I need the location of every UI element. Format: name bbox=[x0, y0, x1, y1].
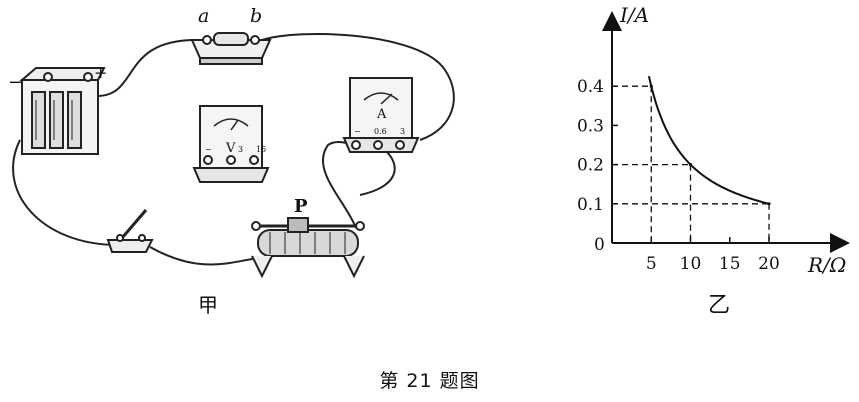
voltmeter-terminal-15: 15 bbox=[256, 145, 266, 154]
data-point bbox=[688, 163, 693, 167]
rheostat bbox=[251, 217, 365, 279]
graph-label: 乙 bbox=[708, 293, 730, 318]
y-tick-label: 0.3 bbox=[577, 116, 604, 136]
y-tick-label: 0.1 bbox=[577, 195, 604, 215]
figure-caption: 第 21 题图 bbox=[379, 370, 480, 392]
circuit-label: 甲 bbox=[198, 293, 218, 317]
ammeter-terminal-minus: − bbox=[354, 127, 361, 136]
data-point bbox=[767, 202, 771, 206]
battery bbox=[19, 67, 106, 155]
wire-rheostat-to-ammeter bbox=[321, 141, 357, 229]
switch bbox=[106, 209, 154, 253]
voltmeter-symbol: V bbox=[225, 141, 236, 156]
ammeter-symbol: A bbox=[376, 107, 387, 122]
wire-switch-to-rheostat bbox=[149, 246, 259, 266]
ammeter bbox=[342, 77, 420, 153]
wire-battery-to-switch bbox=[12, 139, 119, 246]
y-axis-label: I/A bbox=[619, 3, 649, 27]
y-tick-label: 0.2 bbox=[577, 156, 604, 176]
terminal-a-label: a bbox=[198, 5, 209, 27]
ammeter-terminal-06: 0.6 bbox=[374, 127, 387, 136]
x-tick-label: 15 bbox=[719, 254, 741, 274]
y-tick-label: 0.4 bbox=[577, 77, 604, 97]
data-point bbox=[649, 84, 653, 88]
series-curve bbox=[647, 75, 769, 205]
ammeter-terminal-3: 3 bbox=[400, 127, 405, 136]
circuit-diagram bbox=[12, 32, 455, 279]
terminal-b-label: b bbox=[250, 5, 262, 27]
voltmeter bbox=[192, 105, 270, 183]
wire-battery-to-resistor bbox=[97, 38, 201, 97]
wire-ammeter-loop bbox=[359, 145, 396, 196]
x-tick-label: 10 bbox=[680, 254, 702, 274]
voltmeter-terminal-minus: − bbox=[205, 145, 212, 154]
fixed-resistor bbox=[190, 32, 272, 65]
rheostat-slider-label: P bbox=[294, 196, 308, 217]
x-tick-label: 20 bbox=[758, 254, 780, 274]
battery-plus-label: + bbox=[94, 63, 107, 82]
voltmeter-terminal-3: 3 bbox=[238, 145, 243, 154]
graph-plot: 0.1 0.2 0.3 0.4 5 10 15 20 bbox=[577, 11, 850, 274]
x-axis-label: R/Ω bbox=[807, 253, 846, 277]
wire-resistor-to-ammeter bbox=[261, 33, 455, 141]
battery-minus-label: − bbox=[8, 72, 23, 93]
x-tick-label: 5 bbox=[646, 254, 657, 274]
origin-label: 0 bbox=[594, 235, 605, 255]
